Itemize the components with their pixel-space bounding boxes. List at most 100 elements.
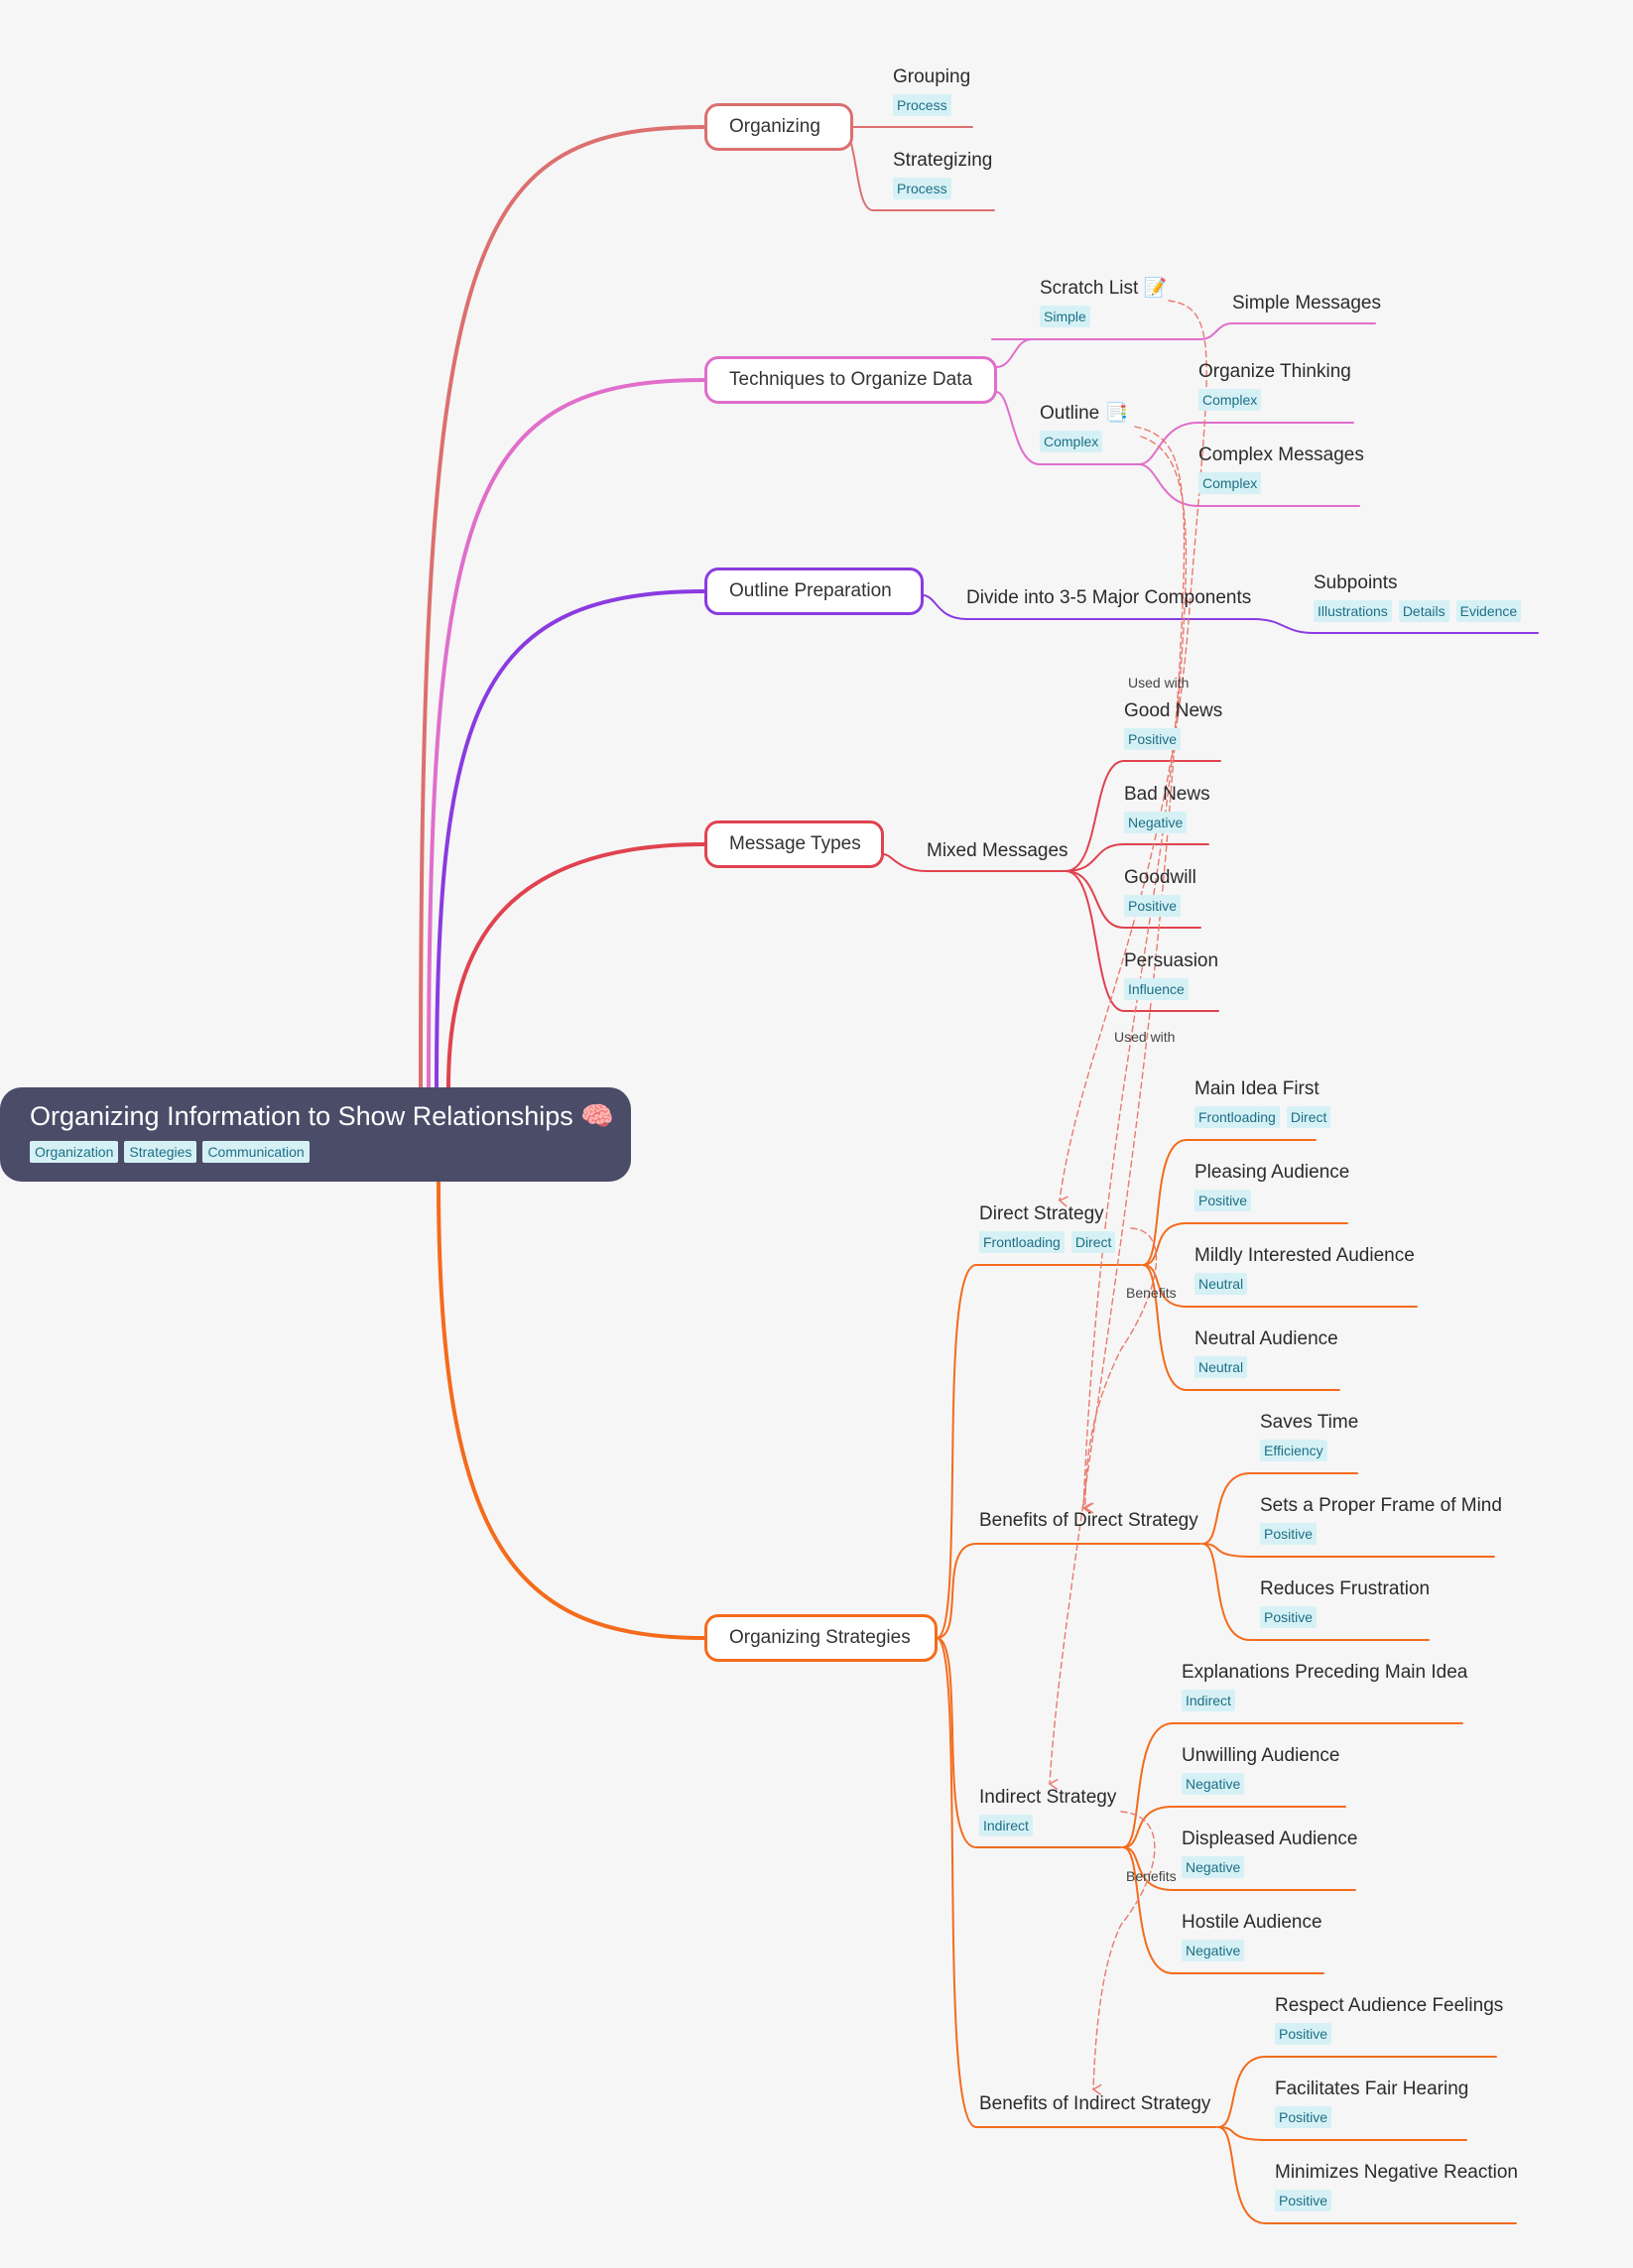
link-root-techniques: [427, 378, 706, 1089]
node-label: Complex Messages: [1198, 444, 1364, 465]
node-mixed-messages[interactable]: Mixed Messages: [927, 839, 1068, 863]
node-main-idea-first[interactable]: Main Idea First Frontloading Direct: [1194, 1077, 1331, 1128]
node-label: Bad News: [1124, 784, 1210, 805]
node-saves-time[interactable]: Saves Time Efficiency: [1260, 1411, 1358, 1461]
node-organize-thinking[interactable]: Organize Thinking Complex: [1198, 360, 1351, 411]
node-strategizing[interactable]: Strategizing Process: [893, 149, 992, 199]
node-pleasing-audience[interactable]: Pleasing Audience Positive: [1194, 1161, 1349, 1211]
relation-label-benefits: Benefits: [1126, 1285, 1177, 1301]
node-label: Minimizes Negative Reaction: [1275, 2162, 1518, 2183]
tag: Indirect: [1182, 1690, 1235, 1711]
link-simple-messages: [991, 322, 1376, 340]
node-proper-frame-of-mind[interactable]: Sets a Proper Frame of Mind Positive: [1260, 1494, 1502, 1545]
node-benefits-indirect[interactable]: Benefits of Indirect Strategy: [979, 2092, 1210, 2116]
node-benefits-direct[interactable]: Benefits of Direct Strategy: [979, 1509, 1198, 1533]
node-subpoints[interactable]: Subpoints Illustrations Details Evidence: [1314, 571, 1522, 622]
tag: Details: [1398, 600, 1449, 622]
tag: Positive: [1124, 728, 1182, 750]
tag: Positive: [1275, 2190, 1332, 2211]
tag: Negative: [1182, 1940, 1245, 1961]
node-label: Sets a Proper Frame of Mind: [1260, 1495, 1502, 1516]
relation-label-used-with: Used with: [1128, 675, 1190, 691]
node-label: Mixed Messages: [927, 840, 1068, 861]
node-label: Grouping: [893, 66, 971, 87]
node-label: Unwilling Audience: [1182, 1745, 1340, 1766]
node-label: Neutral Audience: [1194, 1328, 1338, 1349]
node-label: Strategizing: [893, 150, 993, 171]
link-indirect-child: [1122, 1846, 1324, 1974]
node-simple-messages[interactable]: Simple Messages: [1232, 292, 1381, 315]
node-label: Good News: [1124, 700, 1223, 721]
node-mildly-interested-audience[interactable]: Mildly Interested Audience Neutral: [1194, 1244, 1415, 1295]
node-label: Goodwill: [1124, 867, 1196, 888]
node-facilitates-fair-hearing[interactable]: Facilitates Fair Hearing Positive: [1275, 2078, 1468, 2128]
link-message-child: [1065, 870, 1219, 1012]
node-minimizes-negative-reaction[interactable]: Minimizes Negative Reaction Positive: [1275, 2161, 1518, 2211]
node-direct-strategy[interactable]: Direct Strategy Frontloading Direct: [979, 1202, 1116, 1253]
link-root-organizing: [419, 125, 706, 1089]
link-indirect-child: [1122, 1846, 1356, 1891]
tag: Simple: [1040, 306, 1090, 327]
node-label: Subpoints: [1314, 572, 1398, 593]
node-goodwill[interactable]: Goodwill Positive: [1124, 866, 1196, 917]
tag: Negative: [1182, 1856, 1245, 1878]
node-reduces-frustration[interactable]: Reduces Frustration Positive: [1260, 1577, 1430, 1628]
node-neutral-audience[interactable]: Neutral Audience Neutral: [1194, 1327, 1338, 1378]
link-benefits-direct-child: [1201, 1472, 1358, 1545]
node-persuasion[interactable]: Persuasion Influence: [1124, 949, 1218, 1000]
tag: Evidence: [1455, 600, 1522, 622]
node-complex-messages[interactable]: Complex Messages Complex: [1198, 443, 1364, 494]
node-indirect-strategy[interactable]: Indirect Strategy Indirect: [979, 1786, 1116, 1836]
tag: Negative: [1124, 812, 1188, 833]
link-benefits-direct-child: [1201, 1543, 1430, 1641]
relation-arrow: [1048, 436, 1188, 1791]
link-benefits-indirect-child: [1217, 2056, 1497, 2128]
tag: Complex: [1040, 431, 1103, 452]
node-explanations-preceding[interactable]: Explanations Preceding Main Idea Indirec…: [1182, 1661, 1467, 1711]
branch-outline-preparation[interactable]: Outline Preparation: [704, 567, 924, 615]
tag: Frontloading: [979, 1231, 1065, 1253]
link-root-outline: [435, 589, 706, 1089]
node-respect-audience-feelings[interactable]: Respect Audience Feelings Positive: [1275, 1994, 1503, 2045]
link-direct-child: [1142, 1139, 1317, 1266]
node-label: Displeased Audience: [1182, 1828, 1358, 1849]
node-label: Simple Messages: [1232, 293, 1381, 314]
node-good-news[interactable]: Good News Positive: [1124, 699, 1222, 750]
node-divide-components[interactable]: Divide into 3-5 Major Components: [966, 586, 1251, 610]
tag: Communication: [202, 1141, 310, 1163]
node-hostile-audience[interactable]: Hostile Audience Negative: [1182, 1911, 1322, 1961]
tag: Process: [893, 178, 951, 199]
node-label: Explanations Preceding Main Idea: [1182, 1662, 1468, 1683]
link-benefits-indirect-child: [1217, 2126, 1467, 2141]
root-node[interactable]: Organizing Information to Show Relations…: [0, 1087, 631, 1182]
tag: Neutral: [1194, 1273, 1248, 1295]
tag: Organization: [30, 1141, 119, 1163]
tag: Process: [893, 94, 951, 116]
node-grouping[interactable]: Grouping Process: [893, 65, 970, 116]
node-label: Benefits of Indirect Strategy: [979, 2093, 1211, 2114]
tag: Illustrations: [1314, 600, 1392, 622]
node-displeased-audience[interactable]: Displeased Audience Negative: [1182, 1827, 1357, 1878]
link-direct: [936, 1264, 1142, 1639]
node-label: Divide into 3-5 Major Components: [966, 587, 1252, 608]
node-unwilling-audience[interactable]: Unwilling Audience Negative: [1182, 1744, 1340, 1795]
node-outline[interactable]: Outline 📑 Complex: [1040, 402, 1128, 452]
node-scratch-list[interactable]: Scratch List 📝 Simple: [1040, 277, 1167, 327]
branch-organizing-strategies[interactable]: Organizing Strategies: [704, 1614, 938, 1662]
tag: Direct: [1286, 1106, 1331, 1128]
relation-label-used-with: Used with: [1114, 1029, 1176, 1045]
node-label: Mildly Interested Audience: [1194, 1245, 1415, 1266]
tag: Influence: [1124, 978, 1189, 1000]
link-benefits-indirect: [936, 1637, 1217, 2128]
branch-message-types[interactable]: Message Types: [704, 820, 884, 868]
node-bad-news[interactable]: Bad News Negative: [1124, 783, 1210, 833]
node-label: Direct Strategy: [979, 1203, 1104, 1224]
branch-techniques[interactable]: Techniques to Organize Data: [704, 356, 997, 404]
link-indirect-child: [1122, 1722, 1463, 1848]
tag: Positive: [1275, 2106, 1332, 2128]
root-tags: Organization Strategies Communication: [30, 1141, 631, 1163]
link-benefits-direct-child: [1201, 1543, 1495, 1558]
tag: Frontloading: [1194, 1106, 1280, 1128]
branch-organizing[interactable]: Organizing: [704, 103, 853, 151]
node-label: Main Idea First: [1194, 1078, 1319, 1099]
